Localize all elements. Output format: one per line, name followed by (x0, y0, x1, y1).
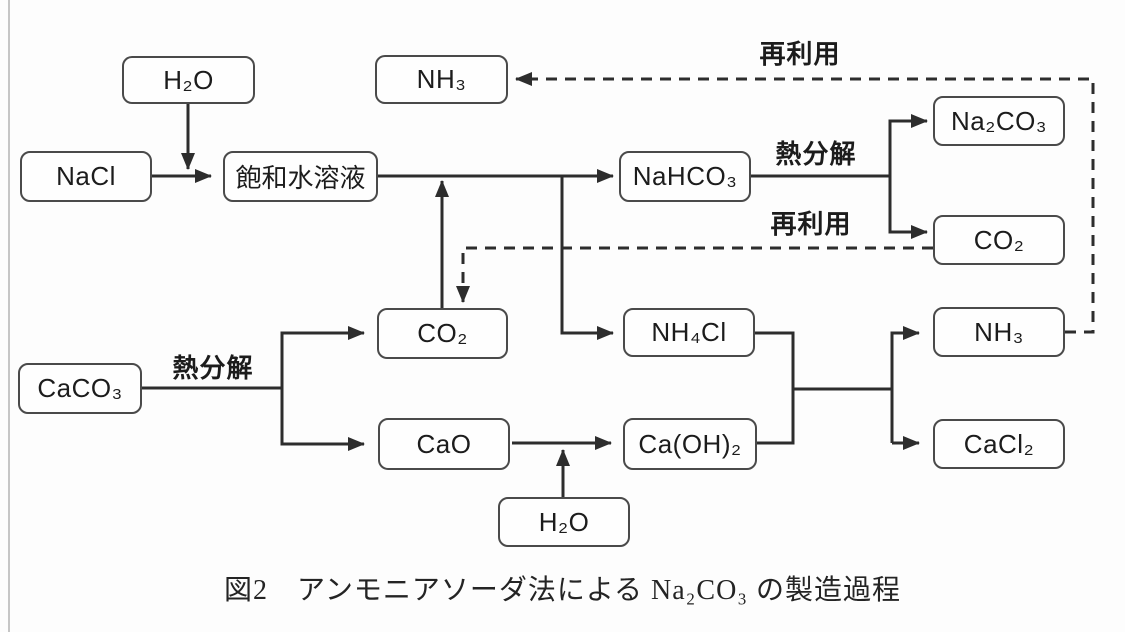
node-na2co3: Na₂CO₃ (933, 96, 1065, 146)
node-nh4cl: NH₄Cl (623, 308, 755, 357)
edge-label-reuse-top: 再利用 (730, 36, 870, 69)
node-nh3-top: NH₃ (375, 55, 508, 104)
node-saturated-solution-label: 飽和水溶液 (235, 163, 366, 193)
node-co2-right-label: CO₂ (973, 224, 1025, 255)
dashed-arrow-reuse-nh3 (515, 72, 1095, 334)
edge-label-thermal-bottom: 熱分解 (143, 350, 283, 383)
dashed-arrow-reuse-co2 (456, 246, 933, 303)
arrow-merge-to-nh3-right (890, 326, 920, 443)
page-edge-rule (8, 0, 10, 632)
line-merge-left (751, 331, 795, 445)
arrow-branch-to-co2-right (888, 176, 928, 239)
node-h2o-top: H₂O (122, 56, 255, 104)
node-co2-right: CO₂ (933, 215, 1065, 265)
node-h2o-top-label: H₂O (163, 64, 214, 95)
edge-label-reuse-mid-text: 再利用 (770, 208, 852, 239)
node-co2-mid-label: CO₂ (417, 318, 468, 348)
node-h2o-bottom: H₂O (498, 497, 630, 547)
node-cacl2: CaCl₂ (933, 419, 1065, 469)
node-nh3-top-label: NH₃ (416, 64, 467, 94)
edge-label-reuse-mid: 再利用 (741, 206, 881, 239)
node-saturated-solution: 飽和水溶液 (223, 151, 378, 202)
node-nahco3: NaHCO₃ (619, 151, 751, 202)
node-nh3-right-label: NH₃ (974, 316, 1024, 347)
node-caoh2-label: Ca(OH)₂ (638, 428, 742, 459)
edge-label-thermal-top: 熱分解 (746, 136, 886, 169)
arrow-branch-to-cao (280, 388, 365, 451)
node-na2co3-label: Na₂CO₃ (951, 105, 1047, 136)
node-nh3-right: NH₃ (933, 307, 1065, 357)
node-cao: CaO (378, 418, 510, 470)
node-caco3-label: CaCO₃ (37, 373, 123, 403)
node-nacl: NaCl (20, 151, 152, 202)
arrow-branch-to-na2co3 (888, 114, 928, 176)
node-nh4cl-label: NH₄Cl (651, 317, 727, 347)
node-cacl2-label: CaCl₂ (963, 428, 1035, 459)
edge-label-reuse-top-text: 再利用 (759, 38, 841, 69)
arrow-branch-to-nh4cl (560, 176, 614, 340)
node-nacl-label: NaCl (56, 161, 116, 191)
node-h2o-bottom-label: H₂O (538, 506, 590, 537)
node-cao-label: CaO (416, 428, 472, 459)
edge-label-thermal-bottom-text: 熱分解 (172, 352, 254, 383)
figure-caption: 図2 アンモニアソーダ法による Na₂CO₃ の製造過程 (223, 575, 902, 606)
node-caco3: CaCO₃ (18, 363, 142, 414)
node-co2-mid: CO₂ (377, 308, 508, 359)
arrow-branch-to-co2-mid (280, 326, 365, 388)
edge-label-thermal-top-text: 熱分解 (775, 138, 857, 169)
node-nahco3-label: NaHCO₃ (632, 161, 738, 191)
node-caoh2: Ca(OH)₂ (623, 418, 757, 470)
